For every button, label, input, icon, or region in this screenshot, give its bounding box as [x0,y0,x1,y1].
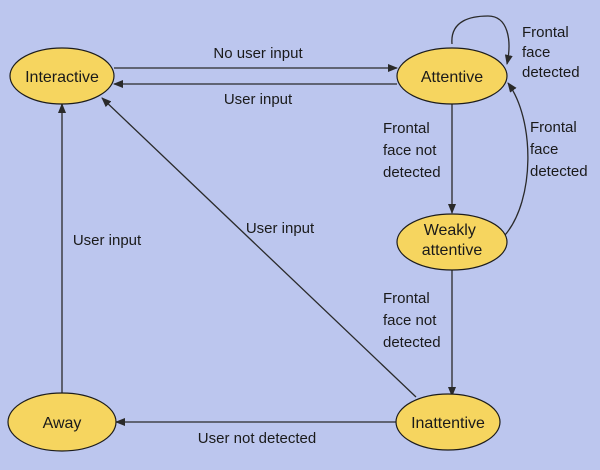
edge-inattentive-to-interactive [101,97,417,398]
state-inattentive: Inattentive [395,393,501,451]
edges [58,15,529,426]
edge-labels: No user input User input Frontal face no… [73,24,588,447]
state-inattentive-label: Inattentive [411,415,485,432]
state-interactive-label: Interactive [25,69,99,86]
state-weakly-attentive-label: Weakly attentive [422,222,483,259]
label-user-not-detected: User not detected [198,430,316,447]
state-interactive: Interactive [9,47,115,105]
edge-weakly-to-attentive [504,82,529,236]
label-weakly-to-inattentive: Frontal face not detected [383,290,441,351]
state-attentive: Attentive [396,47,508,105]
state-away: Away [7,392,117,452]
state-attentive-label: Attentive [421,69,483,86]
label-weakly-to-attentive: Frontal face detected [530,119,588,180]
state-weakly-attentive: Weakly attentive [396,213,508,271]
state-away-label: Away [43,415,82,432]
edge-attentive-self-loop [451,15,513,65]
label-inattentive-to-interactive: User input [246,220,315,237]
label-attentive-self: Frontal face detected [522,24,580,81]
label-away-to-interactive: User input [73,232,142,249]
label-no-user-input: No user input [213,45,303,62]
label-attentive-to-interactive: User input [224,91,293,108]
label-attentive-to-weakly: Frontal face not detected [383,120,441,181]
